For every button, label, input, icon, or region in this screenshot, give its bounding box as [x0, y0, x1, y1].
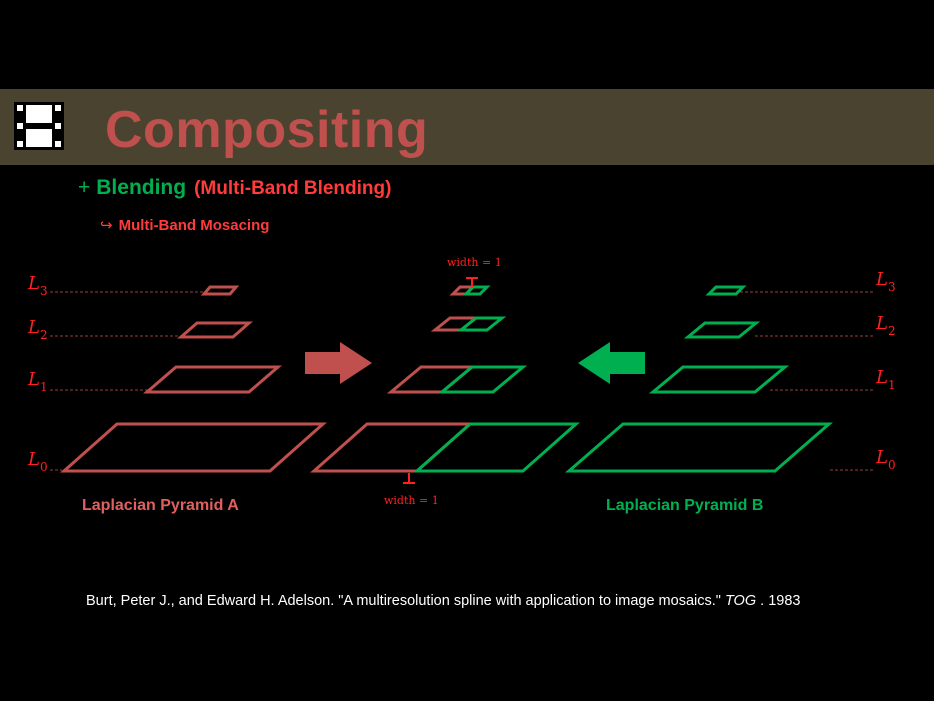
pyramid-b-l1 [648, 365, 790, 394]
caption-pyramid-b: Laplacian Pyramid B [606, 497, 764, 514]
caption-pyramid-a: Laplacian Pyramid A [82, 497, 239, 514]
pyramid-a-l3 [200, 285, 240, 296]
citation-journal: TOG [724, 593, 757, 609]
pyramid-a-l2 [177, 321, 253, 339]
level-label-l0-right: L0 [875, 447, 896, 472]
left-arrow-icon [578, 342, 645, 384]
width-label-top: width = 1 [447, 256, 502, 269]
slide-title: Compositing [105, 101, 429, 159]
level-label-l3-right: L3 [875, 269, 896, 294]
blended-l0-green [413, 422, 580, 473]
blended-l3-green [462, 285, 491, 296]
pyramid-b [564, 285, 834, 473]
citation: Burt, Peter J., and Edward H. Adelson. "… [86, 593, 800, 609]
blended-l0-red [310, 422, 474, 473]
sub-bullet-text: Multi-Band Mosacing [118, 217, 270, 234]
blended-l1-green [437, 365, 528, 394]
width-label-bottom: width = 1 [384, 494, 439, 507]
subtitle-multiband: (Multi-Band Blending) [194, 178, 392, 199]
sub-bullet: ↪ Multi-Band Mosacing [100, 216, 269, 234]
pyramid-a [60, 285, 327, 473]
film-strip-icon [14, 102, 64, 150]
level-label-l1-right: L1 [875, 367, 896, 392]
right-arrow-icon [305, 342, 372, 384]
hook-arrow-icon: ↪ [100, 217, 113, 234]
level-label-l3-left: L3 [27, 273, 48, 298]
blended-l2-green [456, 316, 507, 332]
title-band [0, 89, 934, 165]
subtitle-blending: Blending [96, 176, 187, 199]
pyramid-b-l3 [705, 285, 747, 296]
level-label-l1-left: L1 [27, 369, 48, 394]
blended-pyramid [310, 285, 580, 473]
subtitle: +Blending (Multi-Band Blending) [78, 174, 391, 203]
citation-year: . 1983 [760, 593, 801, 609]
level-label-l2-left: L2 [27, 317, 48, 342]
blended-l1-red [386, 365, 477, 394]
width-marker-top [466, 277, 478, 287]
pyramid-b-l2 [683, 321, 761, 339]
pyramid-a-l0 [60, 422, 327, 473]
width-marker-bottom [403, 473, 415, 484]
plus-bullet: + [78, 176, 91, 199]
level-label-l0-left: L0 [27, 449, 48, 474]
pyramid-a-l1 [142, 365, 283, 394]
level-label-l2-right: L2 [875, 313, 896, 338]
citation-text: Burt, Peter J., and Edward H. Adelson. "… [86, 593, 721, 609]
pyramid-b-l0 [564, 422, 834, 473]
